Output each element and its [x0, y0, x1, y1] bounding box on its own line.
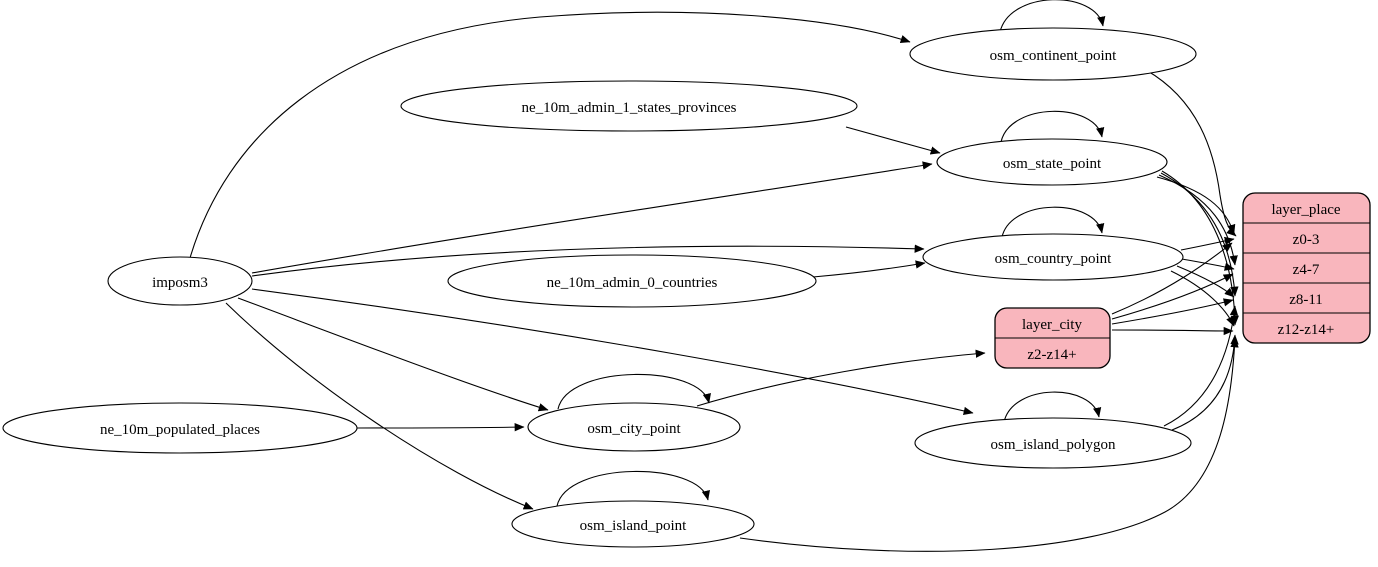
edge-layer_city-layer_place-z4-7	[1111, 273, 1234, 320]
node-osm-country-point: osm_country_point	[922, 233, 1184, 281]
edge-imposm3-osm_state_point	[251, 161, 933, 274]
node-imposm3: imposm3	[107, 256, 253, 306]
edge-osm_island_point-layer_place-z12-z14	[739, 337, 1239, 552]
edge-ne_10m_admin_1_states_provinces-osm_state_point	[845, 126, 941, 155]
node-osm-state-point: osm_state_point	[936, 138, 1168, 186]
node-ne-10m-populated-places-shape	[2, 402, 358, 454]
node-osm-country-point-shape	[922, 233, 1184, 281]
node-osm-island-polygon: osm_island_polygon	[914, 417, 1192, 469]
node-ne-10m-admin-0-countries: ne_10m_admin_0_countries	[447, 254, 817, 308]
edge-loop-osm_continent_point	[999, 0, 1106, 33]
edge-loop-osm_country_point	[1001, 206, 1105, 238]
node-layer-place-title: layer_place	[1271, 202, 1340, 218]
node-osm-island-polygon-label: osm_island_polygon	[990, 437, 1116, 453]
edge-osm_island_polygon-layer_place-z8-11	[1163, 305, 1239, 427]
node-osm-island-polygon-shape	[914, 417, 1192, 469]
edge-ne_10m_admin_0_countries-osm_country_point	[812, 260, 926, 278]
node-osm-continent-point: osm_continent_point	[909, 27, 1197, 81]
layer-place-row-z4-7: z4-7	[1293, 262, 1320, 278]
edge-layer_city-layer_place-z8-11	[1111, 298, 1234, 325]
node-layer-place-shape	[1242, 192, 1371, 344]
node-ne-10m-admin-0-countries-label: ne_10m_admin_0_countries	[547, 275, 718, 291]
edge-imposm3-osm_country_point	[251, 244, 925, 277]
layer-place-row-z12-z14: z12-z14+	[1278, 322, 1335, 338]
node-ne-10m-admin-0-countries-shape	[447, 254, 817, 308]
node-ne-10m-admin-1-states-provinces-label: ne_10m_admin_1_states_provinces	[522, 100, 737, 116]
node-osm-state-point-shape	[936, 138, 1168, 186]
edge-imposm3-osm_city_point	[237, 297, 549, 412]
node-layer-city-title: layer_city	[1022, 317, 1082, 333]
edge-osm_state_point-layer_place-z8-11	[1160, 172, 1239, 297]
node-ne-10m-admin-1-states-provinces-shape	[400, 80, 858, 132]
node-ne-10m-populated-places-label: ne_10m_populated_places	[100, 422, 260, 438]
node-osm-island-point: osm_island_point	[511, 500, 755, 548]
node-osm-island-point-shape	[511, 500, 755, 548]
edge-imposm3-osm_island_polygon	[251, 288, 974, 415]
node-osm-city-point-label: osm_city_point	[587, 421, 681, 437]
layer-city-row-z2-z14: z2-z14+	[1027, 347, 1076, 363]
layer-place-row-z0-3: z0-3	[1293, 232, 1320, 248]
edge-osm_city_point-layer_city-z2-z14	[696, 349, 986, 407]
node-osm-city-point: osm_city_point	[527, 402, 741, 452]
node-osm-continent-point-shape	[909, 27, 1197, 81]
layer-place-row-z8-11: z8-11	[1289, 292, 1323, 308]
edge-ne_10m_populated_places-osm_city_point	[356, 422, 525, 432]
node-imposm3-label: imposm3	[152, 275, 208, 291]
node-imposm3-shape	[107, 256, 253, 306]
edge-loop-osm_island_polygon	[1003, 391, 1102, 423]
edge-osm_island_polygon-layer_place-z12-z14	[1171, 334, 1239, 431]
node-ne-10m-populated-places: ne_10m_populated_places	[2, 402, 358, 454]
edge-loop-osm_city_point	[557, 373, 711, 410]
node-osm-country-point-label: osm_country_point	[995, 251, 1112, 267]
edge-layer_city-layer_place-z0-3	[1111, 242, 1233, 315]
node-osm-city-point-shape	[527, 402, 741, 452]
node-layer-city: layer_city z2-z14+	[994, 307, 1111, 369]
edge-osm_state_point-layer_place-z4-7	[1158, 174, 1238, 266]
edges	[189, 0, 1240, 552]
node-layer-place: layer_place z0-3 z4-7 z8-11 z12-z14+	[1242, 192, 1371, 344]
node-osm-continent-point-label: osm_continent_point	[990, 48, 1117, 64]
edge-loop-osm_state_point	[1000, 110, 1105, 143]
edge-layer_city-layer_place-z12-z14	[1111, 326, 1234, 336]
edge-osm_country_point-layer_place-z4-7	[1181, 258, 1235, 271]
node-ne-10m-admin-1-states-provinces: ne_10m_admin_1_states_provinces	[400, 80, 858, 132]
edge-osm_country_point-layer_place-z0-3	[1180, 236, 1235, 251]
node-osm-island-point-label: osm_island_point	[580, 518, 688, 534]
edge-osm_country_point-layer_place-z12-z14	[1170, 270, 1235, 327]
node-osm-state-point-label: osm_state_point	[1003, 156, 1102, 172]
edge-osm_country_point-layer_place-z8-11	[1176, 265, 1235, 298]
edge-osm_state_point-layer_place-z0-3	[1156, 176, 1236, 235]
edge-imposm3-osm_continent_point	[189, 11, 911, 259]
edge-imposm3-osm_island_point	[225, 302, 534, 510]
edge-loop-osm_island_point	[556, 470, 710, 507]
edge-osm_continent_point-layer_place-z0-3	[1145, 69, 1237, 237]
edge-osm_state_point-layer_place-z12-z14	[1161, 170, 1240, 326]
